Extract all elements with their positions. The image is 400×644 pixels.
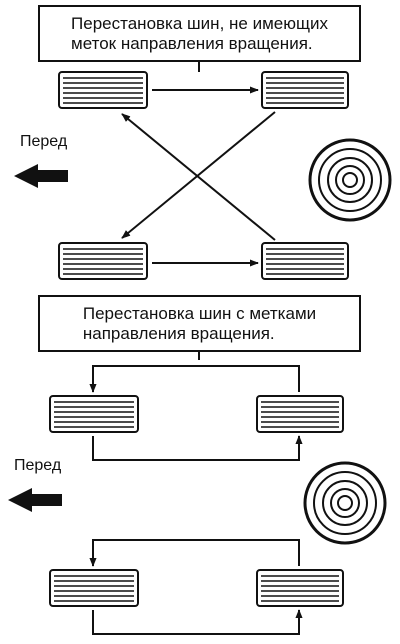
tire-front-left-1 <box>58 71 148 109</box>
arrow-cross-rear-to-front-diagonal-b <box>121 113 276 241</box>
tire-rear-left-1 <box>261 71 349 109</box>
title-with-marks: Перестановка шин с метками направления в… <box>82 303 317 343</box>
arrow-front-to-rear-bottom-loop-lower <box>92 609 303 635</box>
arrow-rear-to-front-bottom-loop-upper <box>89 539 300 567</box>
tire-front-right-1 <box>58 242 148 280</box>
title-box-no-marks: Перестановка шин, не имеющих меток напра… <box>38 5 361 62</box>
title-no-marks: Перестановка шин, не имеющих меток напра… <box>71 13 328 53</box>
arrow-front-to-rear-top-loop-lower <box>92 435 303 461</box>
tire-rear-right-1 <box>261 242 349 280</box>
tire-front-right-2 <box>49 569 139 607</box>
front-direction-arrow-icon-2 <box>8 488 62 512</box>
arrow-rear-to-front-top-loop-upper <box>89 365 300 393</box>
tire-side-view-icon-2 <box>303 461 387 545</box>
front-label-2: Перед <box>14 457 62 474</box>
title-box-with-marks: Перестановка шин с метками направления в… <box>38 295 361 352</box>
front-label: Перед <box>20 133 68 150</box>
tire-rear-right-2 <box>256 569 344 607</box>
tire-rear-left-2 <box>256 395 344 433</box>
arrow-cross-rear-to-front-diagonal-a <box>121 111 276 239</box>
tire-front-left-2 <box>49 395 139 433</box>
front-direction-arrow-icon <box>14 164 68 188</box>
tire-side-view-icon <box>308 138 392 222</box>
